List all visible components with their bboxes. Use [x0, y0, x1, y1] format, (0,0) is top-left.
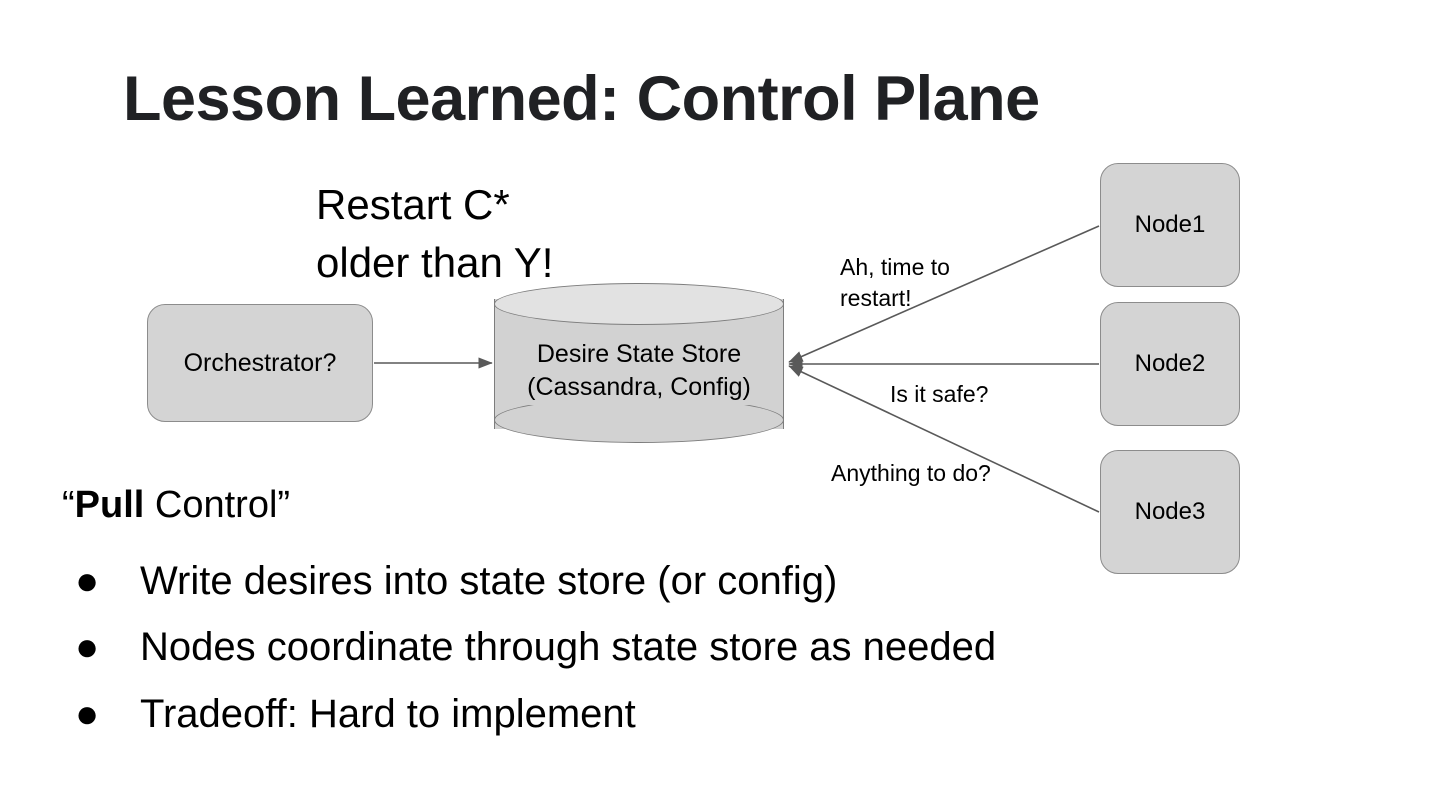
page-title: Lesson Learned: Control Plane: [123, 64, 1040, 134]
connector-label-node2: Is it safe?: [890, 381, 989, 407]
bullet-list: ● Write desires into state store (or con…: [62, 548, 1362, 747]
state-store-cylinder[interactable]: Desire State Store (Cassandra, Config): [494, 283, 784, 445]
heading-bold-word: Pull: [74, 484, 145, 526]
orchestrator-box[interactable]: Orchestrator?: [147, 304, 373, 422]
connector-label-node3: Anything to do?: [831, 460, 991, 486]
list-item-text: Tradeoff: Hard to implement: [140, 691, 636, 736]
state-store-label-line1: Desire State Store: [536, 340, 742, 368]
orchestrator-label: Orchestrator?: [183, 349, 337, 377]
node-box-node1[interactable]: Node1: [1100, 163, 1240, 287]
cylinder-bottom-cover: [495, 383, 783, 405]
connector-label-node1: Ah, time to restart!: [840, 254, 950, 311]
node-box-node3[interactable]: Node3: [1100, 450, 1240, 574]
list-item-text: Nodes coordinate through state store as …: [140, 625, 997, 670]
connector-node3-to-store: [788, 365, 1100, 513]
bullet-dot-icon: ●: [75, 691, 100, 736]
state-store-label: Desire State Store (Cassandra, Config): [494, 338, 784, 404]
node1-label: Node1: [1134, 210, 1206, 238]
state-store-label-line2: (Cassandra, Config): [527, 373, 751, 401]
restart-callout-text: Restart C* older than Y!: [316, 181, 554, 286]
heading-open-quote: “: [62, 484, 75, 526]
bullet-dot-icon: ●: [75, 625, 100, 670]
connector-node1-to-store: [788, 225, 1100, 363]
bullet-dot-icon: ●: [75, 559, 100, 603]
pull-control-heading: “Pull Control”: [62, 484, 290, 527]
list-item-text: Write desires into state store (or confi…: [140, 559, 838, 603]
heading-suffix: Control”: [144, 484, 291, 526]
cylinder-top-ellipse: [494, 283, 784, 325]
node3-label: Node3: [1134, 497, 1206, 525]
list-item: ● Tradeoff: Hard to implement: [62, 681, 1362, 747]
list-item: ● Nodes coordinate through state store a…: [62, 614, 1362, 680]
node2-label: Node2: [1134, 349, 1206, 377]
node-box-node2[interactable]: Node2: [1100, 302, 1240, 426]
list-item: ● Write desires into state store (or con…: [62, 548, 1362, 614]
